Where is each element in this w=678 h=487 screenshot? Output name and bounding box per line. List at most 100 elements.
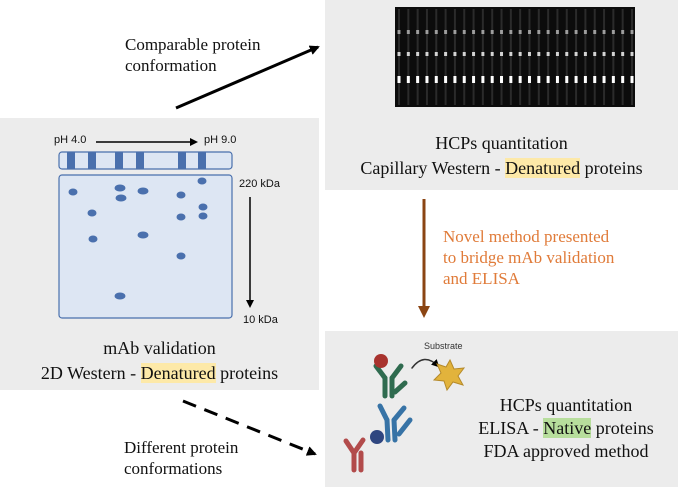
capillary-band: [630, 30, 634, 34]
capillary-band: [574, 52, 578, 56]
capillary-band: [462, 30, 466, 34]
different-arrow: [182, 399, 317, 456]
antigen-ball: [370, 430, 384, 444]
capillary-lane: [435, 9, 438, 105]
capillary-band: [500, 30, 504, 34]
capillary-band: [481, 30, 485, 34]
capillary-band: [518, 52, 522, 56]
capillary-band: [565, 52, 569, 56]
gel-caption: mAb validation 2D Western - Denatured pr…: [0, 336, 319, 386]
gel-area: [58, 174, 233, 319]
gel-spot: [176, 191, 186, 199]
capillary-band: [574, 30, 578, 34]
elisa-line1: HCPs quantitation: [499, 395, 633, 415]
gel-line2: 2D Western - Denatured proteins: [40, 363, 279, 383]
elisa-caption: HCPs quantitation ELISA - Native protein…: [460, 394, 672, 463]
capillary-band: [434, 52, 438, 56]
capillary-band: [509, 30, 513, 34]
capillary-lane: [584, 9, 587, 105]
capillary-band: [472, 30, 476, 34]
gel-spot: [198, 203, 208, 211]
capillary-band: [453, 52, 457, 56]
capillary-lane: [491, 9, 494, 105]
elisa-line3: FDA approved method: [483, 441, 649, 461]
capillary-band: [472, 52, 476, 56]
gel-spot: [115, 194, 127, 202]
capillary-lane: [509, 9, 512, 105]
capillary-band: [602, 76, 606, 83]
capillary-band: [537, 52, 541, 56]
substrate-label: Substrate: [424, 341, 463, 351]
capillary-band: [583, 30, 587, 34]
gel-title: mAb validation: [103, 338, 216, 358]
gel-spot: [114, 292, 126, 300]
capillary-band: [537, 76, 541, 83]
capillary-lane: [519, 9, 522, 105]
capillary-band: [397, 76, 401, 83]
capillary-band: [555, 76, 559, 83]
capillary-band: [425, 76, 429, 83]
native-highlight: Native: [543, 418, 592, 438]
capillary-band: [453, 30, 457, 34]
capillary-band: [472, 76, 476, 83]
capillary-band: [462, 76, 466, 83]
gel-spot: [198, 212, 208, 220]
different-line1: Different protein: [124, 438, 239, 457]
capillary-band: [621, 30, 625, 34]
capillary-band: [602, 30, 606, 34]
gel-spot: [137, 231, 149, 239]
capillary-band: [565, 76, 569, 83]
capillary-lane: [398, 9, 400, 105]
capillary-band: [434, 30, 438, 34]
capillary-line2: Capillary Western - Denatured proteins: [360, 158, 643, 178]
capillary-lane: [463, 9, 466, 105]
capillary-band: [416, 76, 420, 83]
capillary-band: [621, 76, 625, 83]
different-caption: Different protein conformations: [124, 437, 238, 479]
capillary-title: HCPs quantitation: [435, 133, 568, 153]
capillary-lane: [472, 9, 475, 105]
novel-line3: and ELISA: [443, 269, 520, 288]
capillary-band: [546, 52, 550, 56]
capillary-band: [406, 76, 410, 83]
capillary-lane: [444, 9, 447, 105]
capillary-band: [593, 30, 597, 34]
capillary-band: [602, 52, 606, 56]
different-line2: conformations: [124, 459, 223, 478]
capillary-band: [630, 52, 634, 56]
gel-spot: [137, 187, 149, 195]
capillary-band: [444, 52, 448, 56]
capillary-band: [453, 76, 457, 83]
gel-spot: [114, 184, 126, 192]
mw-top-label: 220 kDa: [239, 178, 280, 190]
capillary-lane: [603, 9, 606, 105]
comparable-line1: Comparable protein: [125, 35, 261, 54]
capillary-lane: [547, 9, 550, 105]
capillary-caption: HCPs quantitation Capillary Western - De…: [325, 131, 678, 181]
gel-spot: [176, 213, 186, 221]
capillary-band: [490, 52, 494, 56]
capillary-lane: [556, 9, 559, 105]
capillary-band: [406, 30, 410, 34]
capillary-band: [611, 30, 615, 34]
capillary-band: [481, 76, 485, 83]
capillary-band: [434, 76, 438, 83]
capillary-band: [546, 76, 550, 83]
capillary-band: [481, 52, 485, 56]
capillary-band: [500, 52, 504, 56]
gel-spot: [88, 235, 98, 243]
capillary-lane: [407, 9, 410, 105]
capillary-lane: [631, 9, 633, 105]
capillary-band: [416, 52, 420, 56]
novel-caption: Novel method presented to bridge mAb val…: [443, 226, 614, 289]
capillary-band: [565, 30, 569, 34]
capillary-band: [518, 30, 522, 34]
capillary-band: [416, 30, 420, 34]
capillary-lane: [528, 9, 531, 105]
capillary-band: [444, 30, 448, 34]
capillary-band: [509, 76, 513, 83]
elisa-line2: ELISA - Native proteins: [478, 418, 654, 438]
capillary-band: [583, 52, 587, 56]
capillary-lane: [612, 9, 615, 105]
capillary-lane: [575, 9, 578, 105]
